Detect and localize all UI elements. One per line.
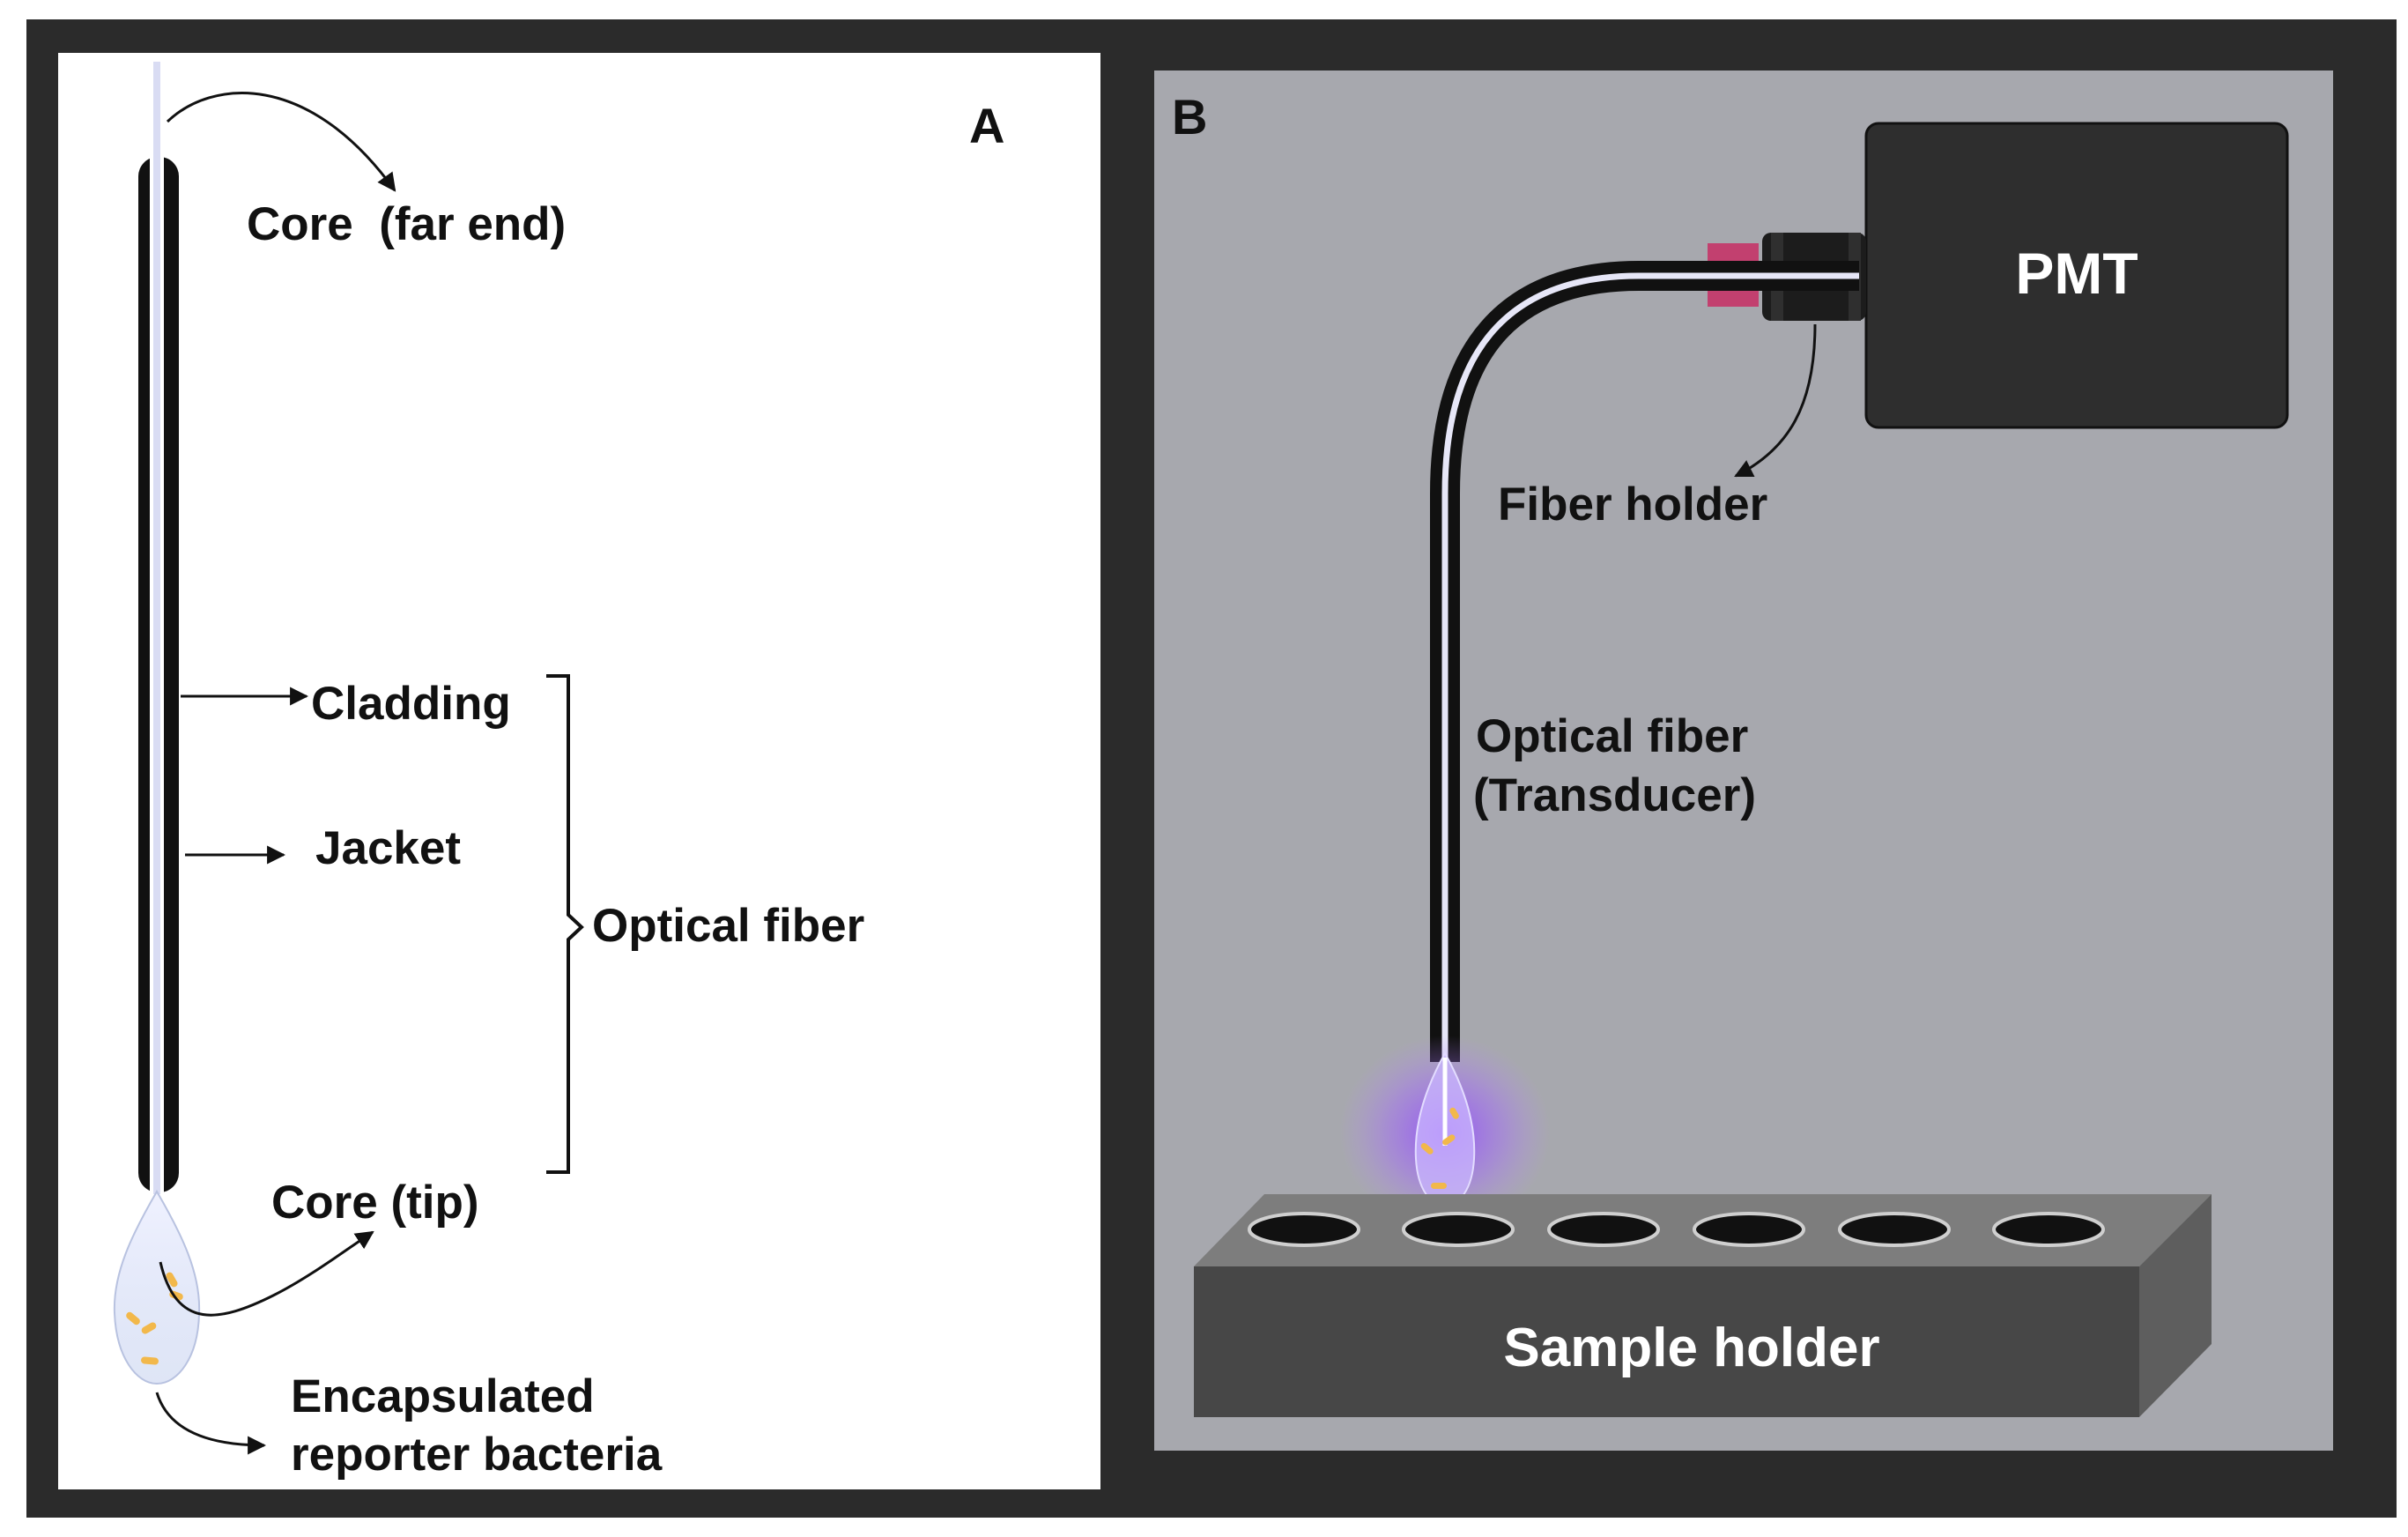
connector-pink-top <box>1708 243 1759 263</box>
arrow-core-tip <box>159 1230 374 1317</box>
label-cladding: Cladding <box>311 678 511 730</box>
sample-well <box>1547 1212 1660 1247</box>
panel-a-letter: A <box>969 98 1004 153</box>
label-encapsulated-line1: Encapsulated <box>291 1370 595 1422</box>
optical-fiber-bracket <box>546 674 584 1174</box>
label-core-tip: Core (tip) <box>271 1177 479 1229</box>
bacterium <box>1420 1142 1434 1155</box>
sample-well <box>1838 1212 1951 1247</box>
bacterium <box>141 1356 159 1365</box>
label-sample-holder: Sample holder <box>1503 1318 1879 1378</box>
arrow-encapsulated <box>155 1392 267 1455</box>
fiber-core <box>153 62 160 1194</box>
connector-pink-bottom <box>1708 287 1759 307</box>
bacteria-cluster-b <box>1420 1107 1459 1189</box>
bacterium <box>1442 1134 1456 1146</box>
sample-well <box>1992 1212 2105 1247</box>
bacterium <box>1449 1107 1459 1119</box>
sample-holder-front <box>1194 1266 2139 1417</box>
bacterium <box>141 1322 157 1334</box>
label-optical-fiber-b-line2: (Transducer) <box>1473 769 1756 821</box>
label-optical-fiber-a: Optical fiber <box>592 900 864 952</box>
fiber-tip-capsule <box>113 1190 201 1385</box>
label-jacket: Jacket <box>315 822 461 874</box>
sample-wells <box>1248 1212 2105 1247</box>
panel-b-letter: B <box>1172 89 1207 145</box>
sample-well <box>1402 1212 1515 1247</box>
label-core-far-end: Core (far end) <box>247 198 566 250</box>
sample-well <box>1693 1212 1805 1247</box>
optical-fiber-core-b <box>1441 272 1859 1062</box>
arrow-core-far-end <box>166 92 396 192</box>
bacterium <box>1431 1183 1447 1189</box>
panel-a: A Core (far end) Cladding Jacket Optical… <box>58 53 1100 1489</box>
label-encapsulated-line2: reporter bacteria <box>291 1429 663 1481</box>
bacterium <box>126 1311 140 1325</box>
label-fiber-holder: Fiber holder <box>1498 479 1767 531</box>
sample-holder-side <box>2139 1194 2212 1417</box>
panel-a-background <box>58 53 1100 1489</box>
bacterium <box>166 1272 178 1288</box>
pmt-label: PMT <box>2015 241 2138 306</box>
panel-b: B PMT <box>1103 19 2397 1518</box>
arrow-fiber-holder <box>1734 323 1817 478</box>
label-optical-fiber-b-line1: Optical fiber <box>1476 710 1748 762</box>
sample-well <box>1248 1212 1360 1247</box>
